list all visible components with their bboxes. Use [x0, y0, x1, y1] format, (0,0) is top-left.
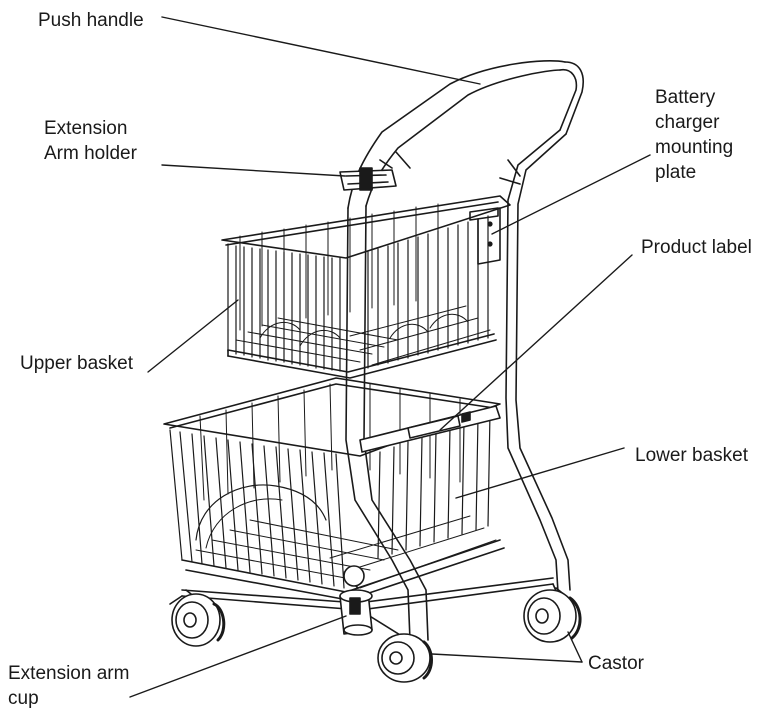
- leader-extension-arm-cup: [129, 615, 347, 698]
- label-extension-arm-holder-line1: Extension: [44, 118, 128, 139]
- label-battery-line2: charger: [655, 112, 720, 133]
- leader-push-handle: [161, 16, 481, 85]
- label-extension-arm-cup-line1: Extension arm: [8, 663, 130, 684]
- leader-battery-plate: [491, 154, 651, 235]
- label-upper-basket: Upper basket: [20, 353, 134, 374]
- leader-extension-arm-holder: [161, 164, 346, 177]
- label-lower-basket: Lower basket: [635, 445, 749, 466]
- lower-basket-part: [163, 377, 505, 601]
- castor-left: [171, 589, 226, 647]
- label-push-handle: Push handle: [38, 10, 144, 31]
- label-battery-line1: Battery: [655, 87, 716, 108]
- label-extension-arm-holder-line2: Arm holder: [44, 143, 137, 164]
- label-battery-line3: mounting: [655, 137, 734, 158]
- label-extension-arm-cup-line2: cup: [8, 688, 39, 709]
- label-product-label: Product label: [641, 237, 752, 258]
- label-castor: Castor: [588, 653, 644, 674]
- castor-rear: [523, 587, 582, 643]
- label-battery-line4: plate: [655, 162, 697, 183]
- leader-lower-basket: [455, 447, 625, 499]
- castor-hidden: [343, 565, 365, 589]
- upper-basket-part: [221, 195, 511, 379]
- leader-lines: [129, 16, 651, 698]
- leader-castor-front: [431, 653, 583, 663]
- leader-castor-rear: [567, 631, 583, 663]
- leader-upper-basket: [147, 299, 239, 373]
- push-handle-frame: [345, 60, 584, 641]
- extension-arm-cup-part: [339, 589, 373, 636]
- leader-product-label: [439, 254, 633, 431]
- extension-arm-holder-part: [339, 159, 397, 191]
- castor-front: [377, 633, 433, 683]
